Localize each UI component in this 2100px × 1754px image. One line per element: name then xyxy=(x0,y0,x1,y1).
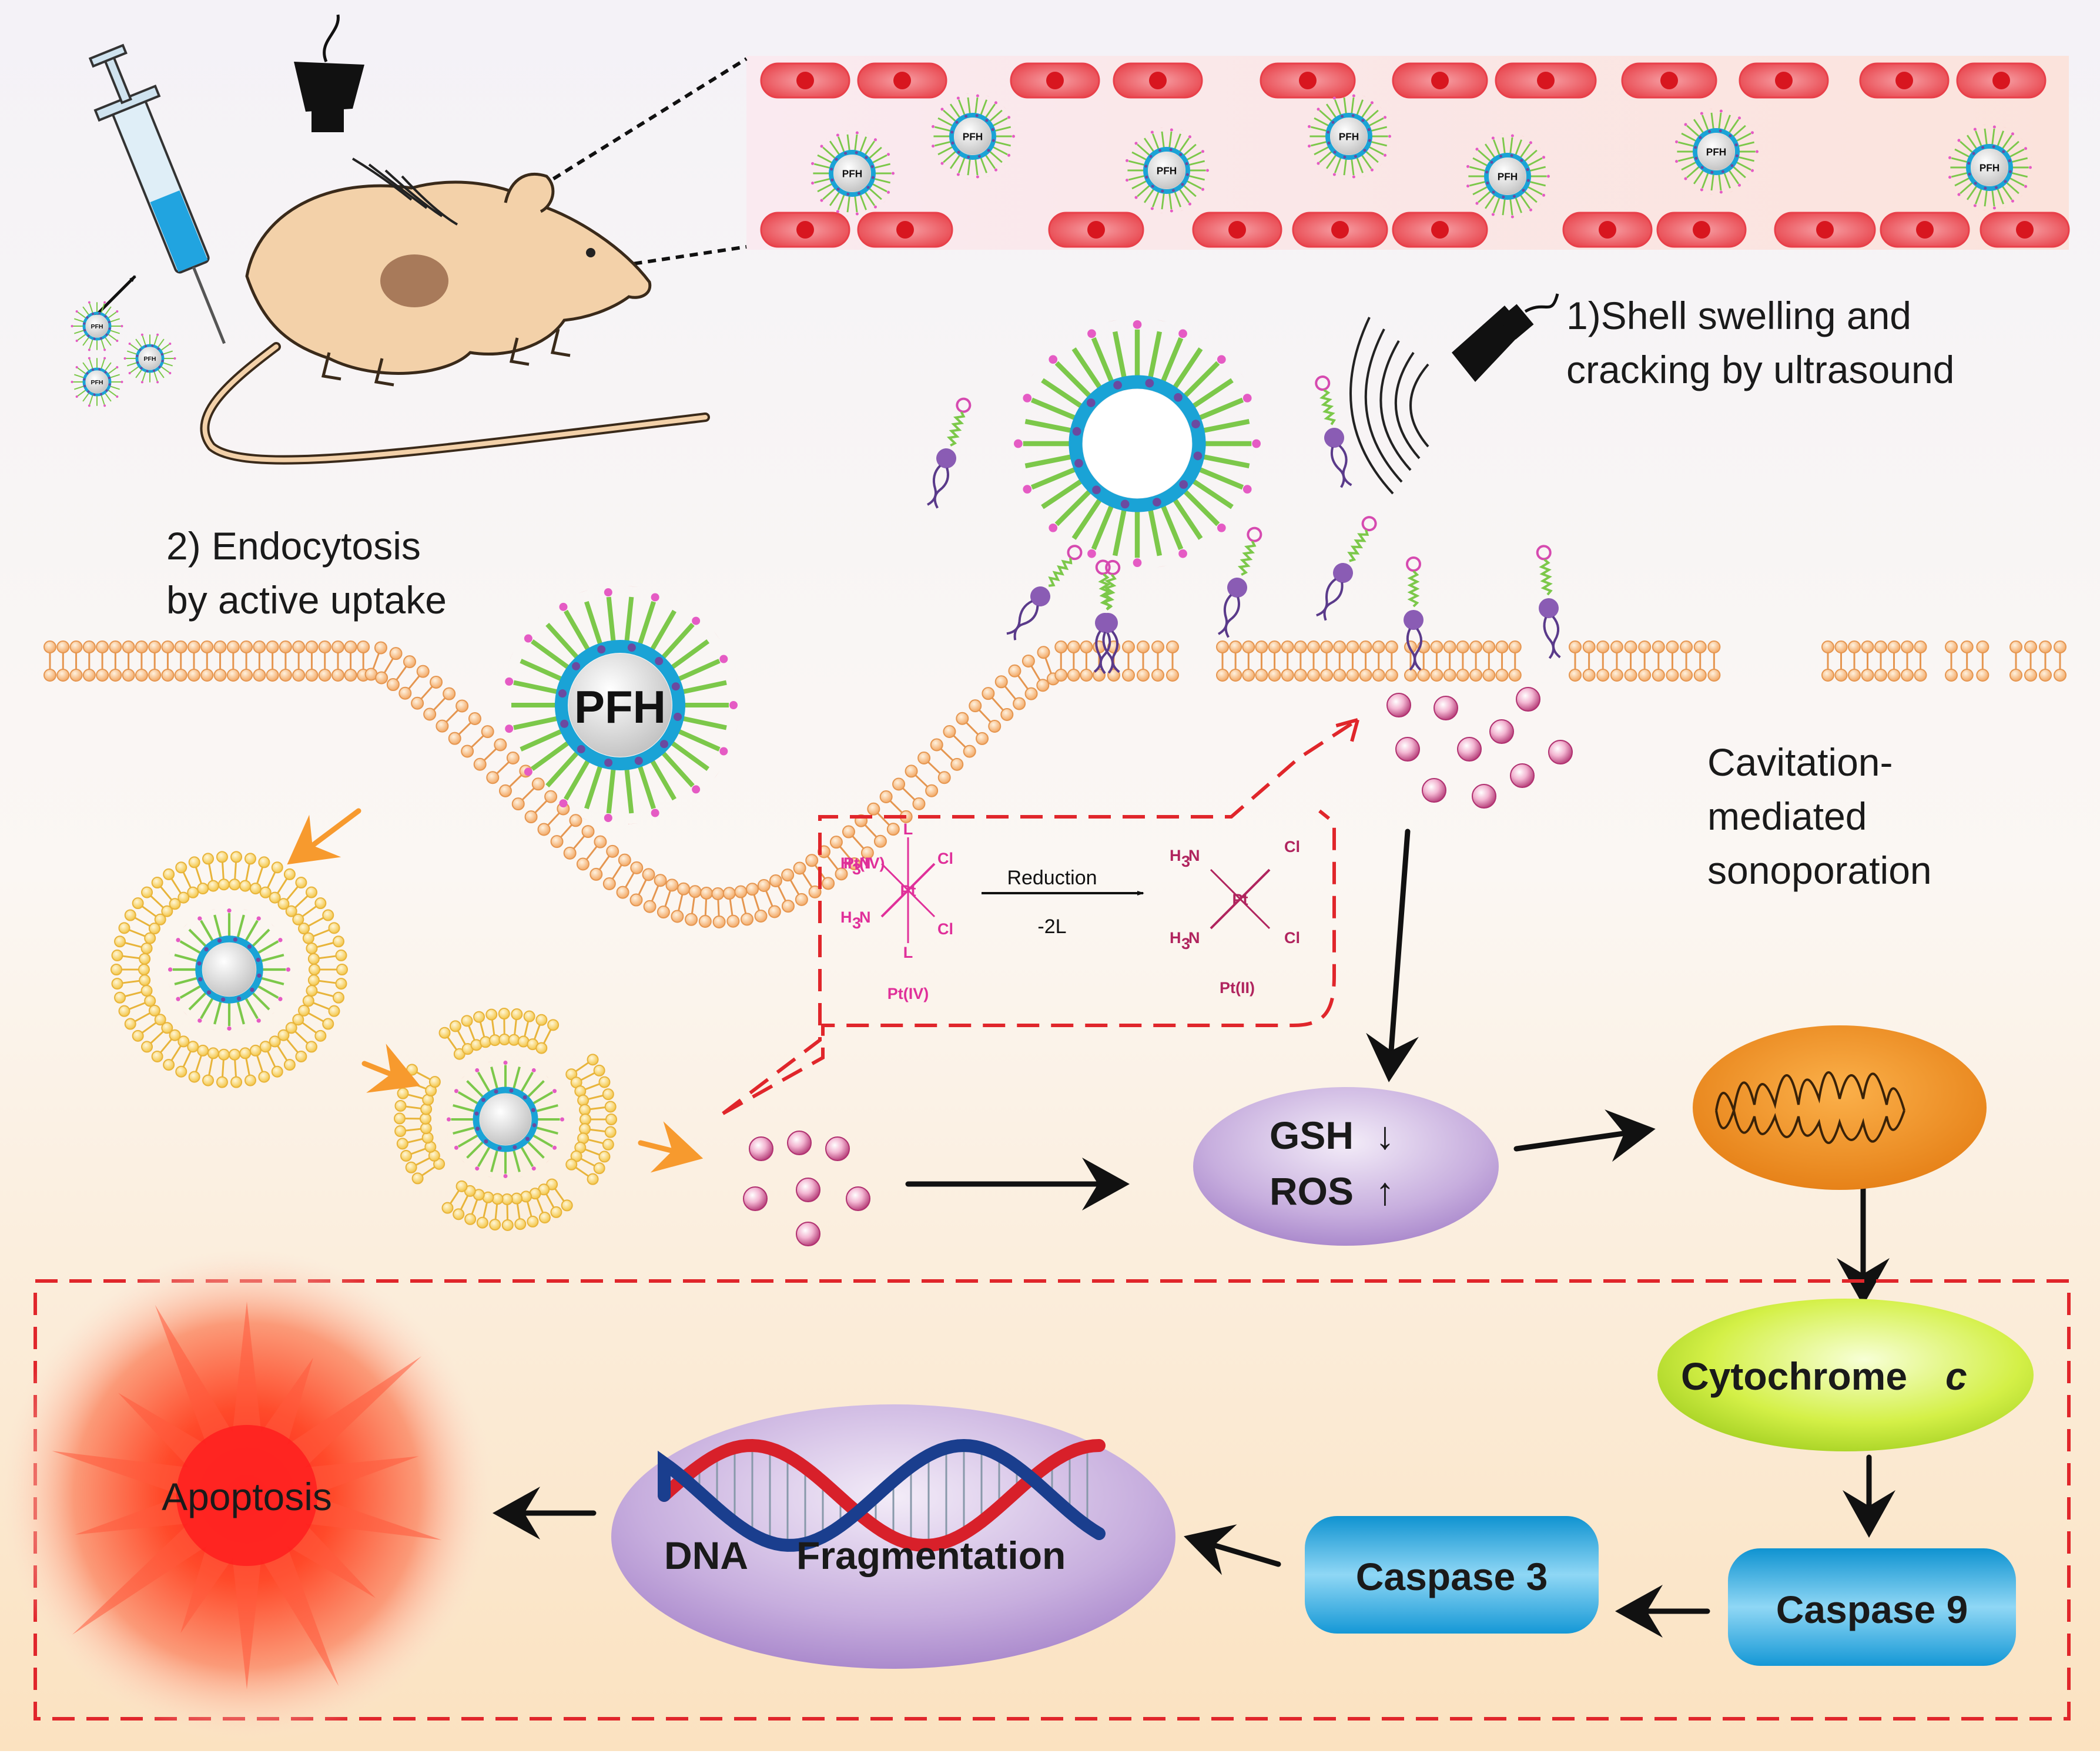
pfh-label: PFH xyxy=(1157,165,1177,176)
h3n-top-h: H xyxy=(840,854,852,872)
endocytosed-drug xyxy=(796,1222,820,1246)
cytochrome-c-letter: c xyxy=(1945,1354,1967,1398)
sonoporation-drug xyxy=(1422,779,1446,802)
red-blood-cell xyxy=(1393,213,1487,247)
caspase-9-label: Caspase 9 xyxy=(1776,1588,1968,1631)
sonoporation-drug xyxy=(1510,764,1534,787)
endocytosed-drug xyxy=(826,1137,849,1161)
cl-bot-iv: Cl xyxy=(937,920,953,938)
dna-label: DNA xyxy=(664,1534,748,1577)
pfh-label: PFH xyxy=(574,681,666,733)
pfh-label: PFH xyxy=(1498,170,1518,182)
red-blood-cell xyxy=(1193,213,1281,247)
pt-ii-label: Pt(II) xyxy=(1220,979,1255,997)
h3n-bot-n: N xyxy=(859,908,871,926)
pfh-label: PFH xyxy=(1980,162,2000,173)
gsh-ros-ellipse xyxy=(1193,1087,1499,1246)
pfh-label: PFH xyxy=(1339,130,1359,142)
sonoporation-drug xyxy=(1434,696,1458,720)
mitochondrion xyxy=(1693,1025,1987,1190)
sonoporation-drug xyxy=(1472,784,1496,808)
endocytosed-drug xyxy=(749,1137,773,1161)
red-blood-cell xyxy=(1981,213,2069,247)
membrane-segment-6 xyxy=(1945,641,1988,681)
h3n-bot-n2: N xyxy=(1188,929,1200,947)
red-blood-cell xyxy=(1293,213,1387,247)
sonoporation-drug xyxy=(1549,740,1572,764)
red-blood-cell xyxy=(1393,63,1487,98)
h3n-top-h2: H xyxy=(1170,847,1181,864)
red-blood-cell xyxy=(1563,213,1652,247)
ros-up-arrow: ↑ xyxy=(1375,1169,1395,1213)
cavitation-label-line1: Cavitation- xyxy=(1707,740,1893,784)
endocytosed-drug xyxy=(796,1178,820,1202)
pt-atom-ii: Pt xyxy=(1232,891,1248,908)
ligand-top: L xyxy=(903,820,913,838)
endocytosed-drug xyxy=(743,1187,767,1210)
red-blood-cell xyxy=(858,63,946,98)
cytochrome-label: Cytochrome xyxy=(1681,1354,1907,1398)
red-blood-cell xyxy=(1775,213,1875,247)
step2-label-line1: 2) Endocytosis xyxy=(166,524,421,568)
pfh-label: PFH xyxy=(91,323,103,330)
sonoporation-drug xyxy=(1490,720,1513,743)
red-blood-cell xyxy=(1881,213,1969,247)
h3n-bot-h2: H xyxy=(1170,929,1181,947)
tumor xyxy=(380,254,448,307)
cracking-shell xyxy=(1013,320,1261,568)
mouse-eye xyxy=(586,248,595,257)
fragmentation-label: Fragmentation xyxy=(796,1534,1066,1577)
endocytosed-drug xyxy=(846,1187,870,1210)
red-blood-cell xyxy=(1114,63,1202,98)
ligand-bottom: L xyxy=(903,944,913,961)
apoptosis-label: Apoptosis xyxy=(162,1475,332,1518)
pt-iv-label: Pt(IV) xyxy=(887,985,929,1002)
reduction-label: Reduction xyxy=(1007,867,1097,889)
step1-label-line1: 1)Shell swelling and xyxy=(1566,294,1911,337)
h3n-top-n: N xyxy=(859,854,871,872)
pfh-label: PFH xyxy=(91,379,103,386)
ros-label: ROS xyxy=(1270,1169,1354,1213)
red-blood-cell xyxy=(761,63,849,98)
pfh-label: PFH xyxy=(1706,146,1727,157)
step2-label-line2: by active uptake xyxy=(166,578,447,622)
caspase-3-label: Caspase 3 xyxy=(1356,1555,1548,1598)
pfh-label: PFH xyxy=(842,167,863,179)
red-blood-cell xyxy=(761,213,849,247)
gsh-down-arrow: ↓ xyxy=(1375,1114,1395,1157)
step1-label-line2: cracking by ultrasound xyxy=(1566,348,1954,391)
cavitation-label-line2: mediated xyxy=(1707,794,1867,838)
sonoporation-drug xyxy=(1396,737,1419,761)
h3n-top-n2: N xyxy=(1188,847,1200,864)
h3n-bot-h: H xyxy=(840,908,852,926)
red-blood-cell xyxy=(1657,213,1746,247)
sonoporation-drug xyxy=(1387,693,1411,717)
endocytosed-drug xyxy=(788,1131,811,1155)
red-blood-cell xyxy=(1740,63,1828,98)
cavitation-label-line3: sonoporation xyxy=(1707,849,1932,892)
red-blood-cell xyxy=(1496,63,1596,98)
minus-2l-label: -2L xyxy=(1037,915,1066,938)
pfh-label: PFH xyxy=(143,356,156,363)
red-blood-cell xyxy=(1622,63,1716,98)
red-blood-cell xyxy=(1957,63,2045,98)
red-blood-cell xyxy=(1860,63,1948,98)
cl-top-ii: Cl xyxy=(1284,838,1300,856)
gsh-label: GSH xyxy=(1270,1114,1354,1157)
cl-bot-ii: Cl xyxy=(1284,929,1300,947)
cl-top-iv: Cl xyxy=(937,850,953,867)
red-blood-cell xyxy=(858,213,952,247)
red-blood-cell xyxy=(1011,63,1099,98)
red-blood-cell xyxy=(1261,63,1355,98)
pt-atom-iv: Pt xyxy=(900,882,916,900)
pfh-label: PFH xyxy=(963,130,983,142)
red-blood-cell xyxy=(1049,213,1143,247)
sonoporation-drug xyxy=(1516,687,1540,711)
sonoporation-drug xyxy=(1458,737,1481,761)
